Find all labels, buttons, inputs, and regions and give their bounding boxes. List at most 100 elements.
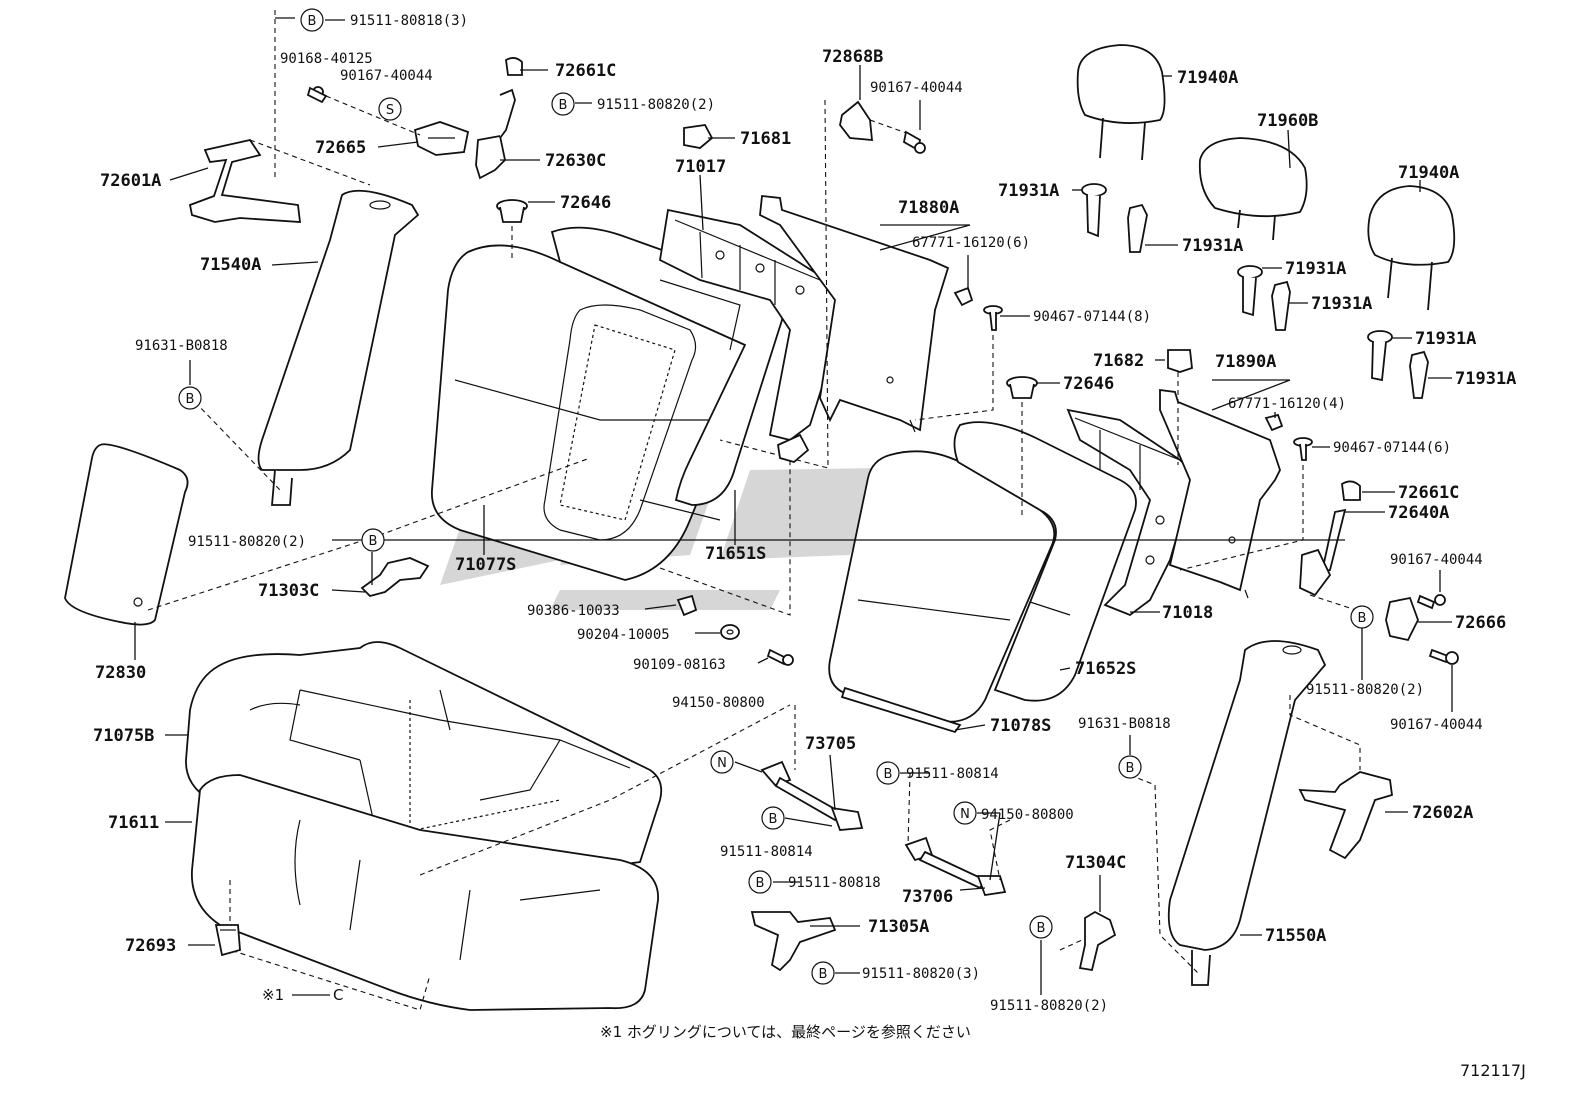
part-label: 72666	[1455, 613, 1506, 633]
part-label: 73706	[902, 887, 953, 907]
note-callout: C	[333, 986, 343, 1004]
badge-b: B	[1029, 915, 1053, 939]
part-label: 91511-80820(2)	[188, 534, 306, 550]
part-label: 71078S	[990, 716, 1051, 736]
part-label: 71304C	[1065, 853, 1126, 873]
clip-90467-07144-6	[1293, 437, 1313, 461]
bracket-71304C	[1078, 910, 1117, 972]
part-label: 90168-40125	[280, 51, 373, 67]
leader-line	[784, 817, 833, 827]
part-label: 91631-B0818	[1078, 716, 1171, 732]
guide-line	[659, 460, 791, 616]
part-label: 71931A	[1415, 329, 1476, 349]
part-label: 71682	[1093, 351, 1144, 371]
seat-back-pad-71652S	[953, 421, 1137, 702]
part-label: 91511-80820(3)	[862, 966, 980, 982]
guide-line	[914, 335, 994, 421]
part-label: 71681	[740, 129, 791, 149]
part-label: 71651S	[705, 544, 766, 564]
part-label: 71940A	[1177, 68, 1238, 88]
part-label: 71303C	[258, 581, 319, 601]
bolt-90167-40044-c	[1416, 594, 1446, 610]
part-label: 71540A	[200, 255, 261, 275]
badge-b: B	[1350, 605, 1374, 629]
bolt-90109-08163	[766, 648, 794, 666]
part-label: 71880A	[898, 198, 959, 218]
leader-line	[331, 589, 366, 593]
guide-line	[1059, 939, 1083, 951]
guide-line	[325, 95, 421, 136]
part-label: 90167-40044	[1390, 552, 1483, 568]
svg-text:N: N	[960, 807, 970, 822]
hinge-71305A	[750, 911, 837, 972]
part-label: 90167-40044	[870, 80, 963, 96]
leader-line	[1211, 379, 1291, 411]
seat-back-board-71880A	[759, 195, 950, 433]
part-label: 71075B	[93, 726, 154, 746]
svg-text:B: B	[819, 967, 828, 982]
knob-72661C	[505, 57, 523, 76]
part-label: 71890A	[1215, 352, 1276, 372]
part-label: 71305A	[868, 917, 929, 937]
leader-line	[271, 261, 319, 266]
release-72640A	[1320, 508, 1347, 574]
part-label: 72640A	[1388, 503, 1449, 523]
part-label: 91511-80820(2)	[1306, 682, 1424, 698]
part-label: 71931A	[1285, 259, 1346, 279]
belt-anchor-73706	[904, 836, 1007, 896]
bolt-90167-40044	[902, 130, 926, 154]
part-label: 71960B	[1257, 111, 1318, 131]
part-label: 67771-16120(4)	[1228, 396, 1346, 412]
headrest-71940A-right	[1367, 185, 1456, 311]
svg-text:B: B	[1358, 611, 1367, 626]
part-label: 94150-80800	[981, 807, 1074, 823]
svg-text:B: B	[308, 14, 317, 29]
leader-line	[734, 761, 763, 773]
nut-90386-10033	[676, 594, 698, 617]
guide-line	[194, 401, 281, 491]
part-label: 91511-80820(2)	[597, 97, 715, 113]
bracket-72602A	[1298, 771, 1393, 860]
leader-line	[699, 174, 704, 231]
clip-72665	[413, 121, 470, 156]
lock-bracket-right	[1299, 548, 1332, 597]
part-label: 94150-80800	[672, 695, 765, 711]
footnote: ※1 ホグリングについては、最終ページを参照ください	[600, 1023, 971, 1041]
washer-90204-10005	[720, 624, 740, 640]
headrest-guide-71931A-3	[1237, 265, 1263, 317]
seat-back-frame-71018	[1066, 408, 1197, 617]
svg-text:B: B	[756, 876, 765, 891]
headrest-support-72646	[496, 199, 528, 223]
part-label: 71077S	[455, 555, 516, 575]
seat-back-cover-71078S	[828, 450, 1056, 734]
guide-line	[1309, 594, 1363, 613]
guide-line	[719, 99, 829, 469]
belt-anchor-73705	[760, 760, 864, 831]
guide-line	[1289, 695, 1361, 770]
leader-line	[377, 141, 419, 148]
clip-67771-16120-4	[1264, 413, 1284, 432]
part-label: 90167-40044	[1390, 717, 1483, 733]
badge-b: B	[361, 528, 385, 552]
side-bolster-71550A	[1167, 640, 1327, 986]
badge-b: B	[761, 806, 785, 830]
headrest-guide-71931A-5	[1367, 330, 1393, 382]
svg-text:B: B	[369, 534, 378, 549]
guide-line	[989, 819, 1011, 881]
svg-text:N: N	[717, 756, 727, 771]
part-label: 72646	[560, 193, 611, 213]
part-label: 72661C	[555, 61, 616, 81]
part-label: 90167-40044	[340, 68, 433, 84]
headrest-support-72646-right	[1006, 376, 1038, 399]
clip-67771-16120-6	[953, 286, 974, 307]
part-label: 90204-10005	[577, 627, 670, 643]
part-label: 72830	[95, 663, 146, 683]
side-bolster-71540A	[257, 189, 420, 506]
badge-s: S	[378, 97, 402, 121]
armrest-72830	[64, 443, 189, 626]
part-label: 90467-07144(6)	[1333, 440, 1451, 456]
lock-72630C	[475, 88, 516, 180]
leader-line	[829, 754, 836, 811]
bracket-72868B	[839, 100, 874, 141]
